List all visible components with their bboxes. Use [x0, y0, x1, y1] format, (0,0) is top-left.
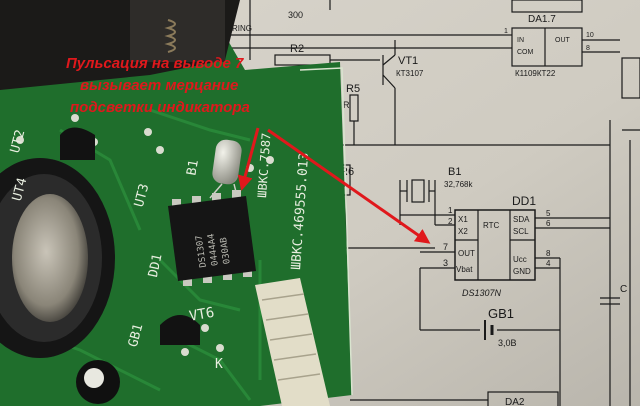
pcb-label-ut3: UT3	[132, 182, 153, 209]
schematic-c-label: C	[620, 284, 627, 295]
pcb-label-dd1: DD1	[146, 253, 166, 279]
pcb-label-ut4: UT4	[10, 176, 31, 203]
schematic-dd1-out: OUT	[458, 249, 475, 258]
schematic-pin-2: 2	[448, 217, 453, 226]
schematic-da17-com: COM	[517, 49, 534, 56]
schematic-dd1-rtc: RTC	[483, 221, 500, 230]
transistor-vt2	[60, 127, 95, 160]
header-connector	[255, 278, 330, 406]
schematic-dd1-ucc: Ucc	[513, 255, 527, 264]
schematic-drawing	[228, 0, 640, 406]
schematic-pin-1: 1	[448, 206, 453, 215]
schematic-pin-3: 3	[443, 258, 448, 268]
pcb-label-gb1: GB1	[126, 322, 147, 349]
schematic-pin-5: 5	[546, 209, 551, 218]
schematic-dd1-gnd: GND	[513, 267, 531, 276]
arrow-to-chip	[237, 127, 260, 191]
schematic-dd1-scl: SCL	[513, 227, 529, 236]
pcb-label-b1: B1	[184, 159, 201, 177]
schematic-vt1-part: КТ3107	[396, 69, 424, 78]
arrow-to-pin7	[267, 128, 431, 244]
annotation-line3: подсветки индикатора	[70, 99, 250, 116]
schematic-dd1-part: DS1307N	[462, 288, 502, 298]
chip-marking-line1: DS1307	[195, 235, 209, 269]
chip-marking-line2: 0444A4	[206, 233, 220, 267]
pcb-label-ut2: UT2	[8, 128, 29, 155]
schematic-dd1-x1: X1	[458, 215, 468, 224]
annotation-text: Пульсация на выводе 7 вызывает мерцание …	[66, 55, 250, 116]
ds1307-chip: DS1307 0444A4 030AB	[168, 190, 256, 286]
schematic-b1-value: 32,768k	[444, 180, 473, 189]
schematic-r300-label: 300	[288, 10, 303, 20]
schematic-pin-4: 4	[546, 259, 551, 268]
schematic-vt1-label: VT1	[398, 55, 418, 67]
pcb-label-vt6: VT6	[188, 305, 216, 325]
annotation-line2: вызывает мерцание	[80, 77, 238, 94]
schematic-dd1-label: DD1	[512, 194, 536, 208]
chip-marking-line3: 030AB	[219, 237, 233, 265]
schematic-b1-label: B1	[448, 166, 461, 178]
schematic-pin-6: 6	[546, 219, 551, 228]
schematic-gb1-value: 3,0В	[498, 338, 517, 348]
coil-spring	[164, 19, 176, 53]
transistor-vt6	[160, 315, 200, 345]
pcb-board-number-partial: ШВКС.7587	[255, 132, 274, 198]
small-capacitor	[76, 360, 120, 404]
schematic-da17-pin1: 1	[504, 28, 508, 35]
schematic-da17-pin10: 10	[586, 32, 594, 39]
schematic-r-label: R	[343, 100, 350, 110]
annotation-arrows	[237, 127, 431, 244]
schematic-r5-label: R5	[346, 83, 360, 95]
schematic-pin-7: 7	[443, 242, 448, 252]
schematic-gb1-label: GB1	[488, 306, 514, 321]
schematic-ring-label: RING	[232, 24, 252, 33]
schematic-da17-label: DA1.7	[528, 14, 556, 25]
schematic-da17-pin8: 8	[586, 45, 590, 52]
schematic-dd1-x2: X2	[458, 227, 468, 236]
pcb-label-k: K	[215, 357, 223, 372]
schematic-r2-label: R2	[290, 43, 304, 55]
round-component	[0, 158, 115, 358]
schematic-dd1-vbat: Vbat	[456, 265, 473, 274]
annotation-line1: Пульсация на выводе 7	[66, 55, 244, 72]
schematic-dd1-sda: SDA	[513, 215, 530, 224]
schematic-da17-in: IN	[517, 37, 524, 44]
schematic-da17-part: К1109КТ22	[515, 69, 556, 78]
schematic-da17-out: OUT	[555, 37, 571, 44]
schematic-da2-label: DA2	[505, 397, 525, 406]
schematic-pin-8: 8	[546, 249, 551, 258]
